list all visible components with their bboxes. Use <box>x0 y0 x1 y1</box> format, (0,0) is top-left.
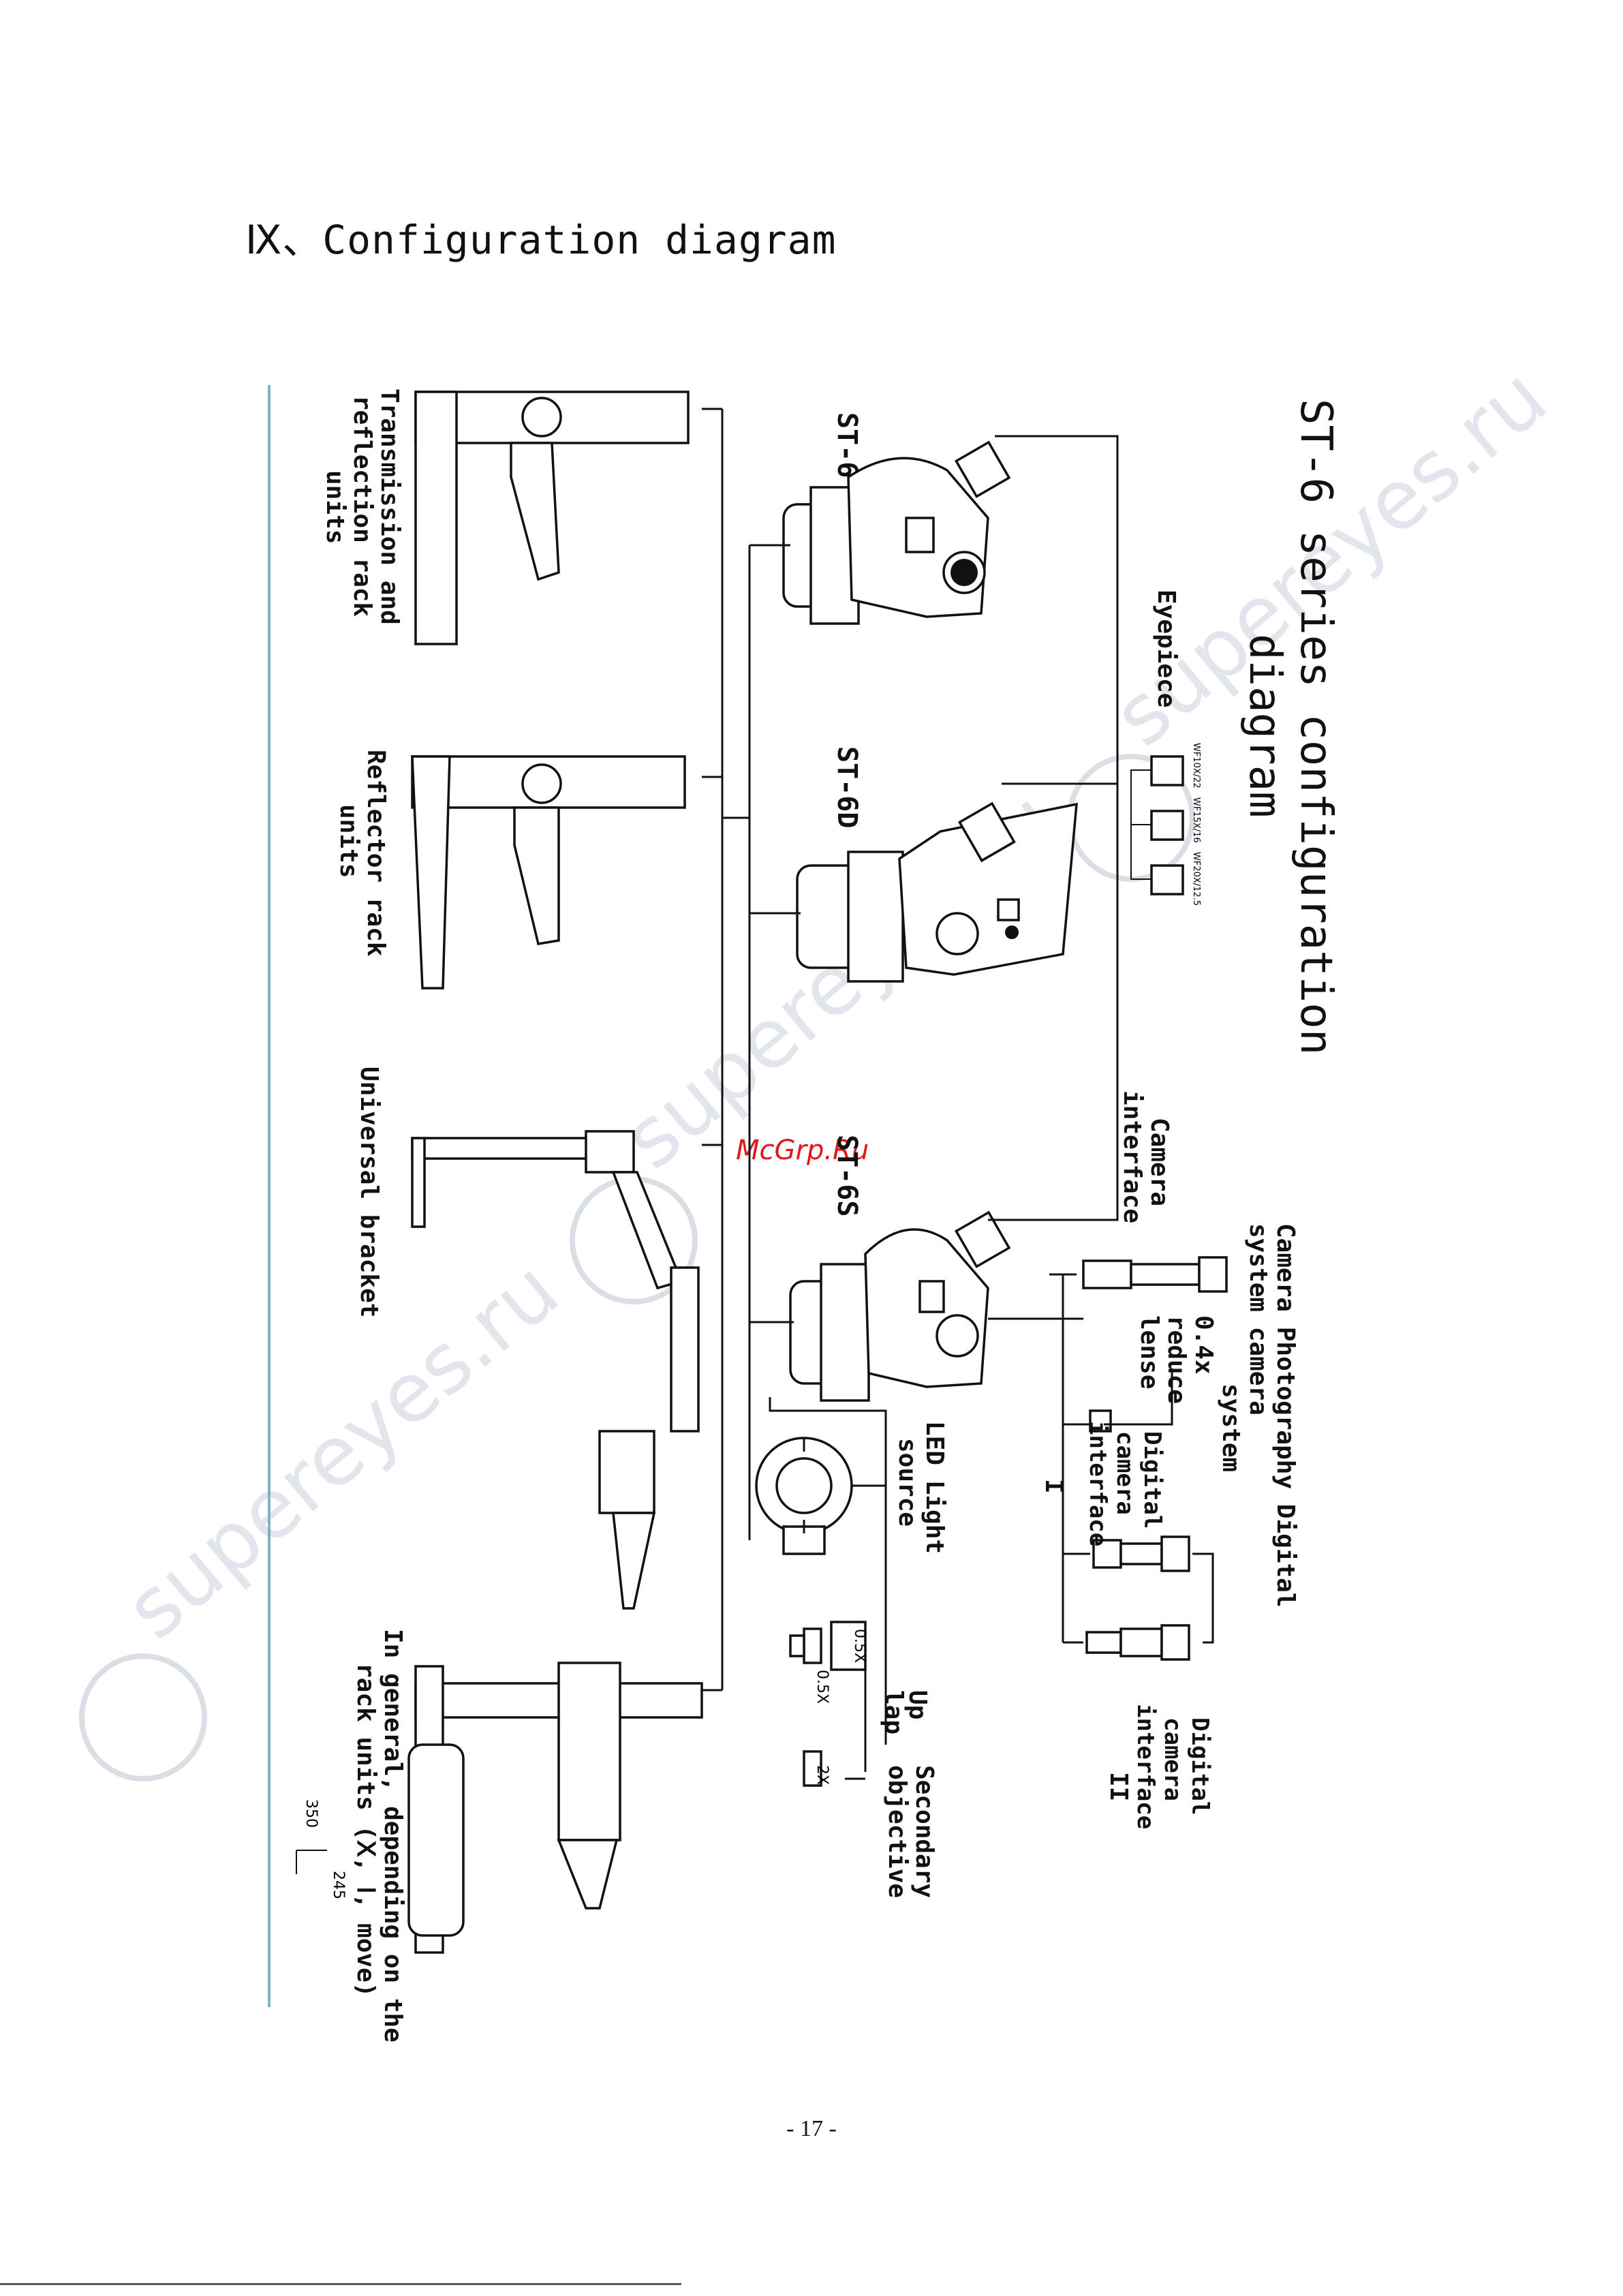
universal-bracket-icon <box>411 1130 700 1610</box>
secondary-objective-label-1: Secondary <box>910 1765 938 1898</box>
dimension-arrows: 350 245 <box>296 1799 347 1899</box>
led-light-label-1: LED Light <box>921 1421 948 1554</box>
diagram-title-line1: ST-6 series configuration <box>1290 399 1341 1055</box>
rack-refl-label-1: Reflector rack <box>362 750 390 957</box>
bottom-rule <box>0 2283 681 2285</box>
up-lap-label-2: lap <box>880 1690 908 1734</box>
reduce-lens-label-1: 0.4x <box>1190 1315 1218 1375</box>
camera-photo-label-2: system camera <box>1244 1223 1272 1415</box>
model-label-st6: ST-6 <box>831 412 863 478</box>
objective-05x-small: 0.5X <box>814 1670 831 1704</box>
digital-interface-1-label-4: I <box>1040 1479 1068 1494</box>
eyepiece-code-3: WF20X/12.5 <box>1191 852 1201 906</box>
camera-interface-label-1: Camera <box>1145 1118 1173 1206</box>
dimension-245: 245 <box>330 1871 347 1899</box>
rack-refl-label-2: units <box>335 804 362 878</box>
transmission-reflection-rack-icon <box>414 391 690 645</box>
digital-interface-2-label-3: interface <box>1132 1704 1159 1829</box>
camera-interface-label-2: interface <box>1118 1090 1146 1223</box>
eyepiece-code-2: WF15X/16 <box>1191 797 1201 843</box>
objective-lens-icons: 0.5X 0.5X 2X <box>789 1621 868 1787</box>
st6-microscope-head <box>782 440 1011 625</box>
secondary-objective-label-2: objective <box>883 1765 911 1898</box>
eyepiece-label: Eyepiece <box>1152 590 1180 707</box>
reduce-lens-label-2: reduce <box>1162 1315 1190 1404</box>
eyepiece-code-1: WF10X/22 <box>1191 743 1201 789</box>
st6s-microscope-head <box>789 1210 1063 1402</box>
general-rack-icon <box>407 1662 703 1954</box>
model-label-st6d: ST-6D <box>831 746 863 828</box>
page-number: - 17 - <box>786 2116 837 2141</box>
led-light-label-2: source <box>893 1438 921 1527</box>
dimension-350: 350 <box>303 1799 320 1828</box>
reduce-lens-label-3: lense <box>1135 1315 1163 1389</box>
rack-trans-label-2: reflection rack <box>348 395 376 617</box>
diagram-title-line2: diagram <box>1239 634 1290 818</box>
digital-interface-2-label-2: camera <box>1159 1717 1186 1801</box>
eyepiece-icons: WF10X/22 WF15X/16 WF20X/12.5 <box>1130 743 1201 906</box>
led-light-source-icon <box>755 1437 853 1555</box>
rack-trans-label-3: units <box>321 470 349 544</box>
universal-bracket-label: Universal bracket <box>355 1067 383 1317</box>
general-label-2: rack units (Ⅹ, Ⅰ, move) <box>352 1663 380 1997</box>
camera-photo-label-1: Camera Photography Digital <box>1271 1223 1299 1608</box>
digital-interface-1-label-2: camera <box>1111 1431 1139 1515</box>
digital-interface-1-label-3: interface <box>1084 1421 1111 1546</box>
digital-interface-1-label-1: Digital <box>1139 1431 1166 1529</box>
objective-05x-box: 0.5X <box>851 1629 868 1663</box>
background-watermark-text-3: supereyes.ru <box>108 1243 576 1657</box>
st6d-microscope-head <box>796 801 1078 983</box>
general-label-1: In general, depending on the <box>379 1629 407 2042</box>
site-watermark: McGrp.Ru <box>736 1135 869 1166</box>
camera-photo-label-3: system <box>1217 1383 1245 1472</box>
up-lap-label-1: Up <box>903 1690 931 1719</box>
page-heading: Ⅸ、Configuration diagram <box>245 217 837 263</box>
reflector-rack-icon <box>411 755 686 990</box>
rack-trans-label-1: Transmission and <box>375 388 403 625</box>
camera-photography-branch <box>1049 1256 1228 1661</box>
objective-2x: 2X <box>814 1765 831 1785</box>
model-label-st6s: ST-6S <box>831 1135 863 1216</box>
digital-interface-2-label-1: Digital <box>1186 1717 1214 1815</box>
digital-interface-2-label-4: II <box>1104 1772 1132 1801</box>
